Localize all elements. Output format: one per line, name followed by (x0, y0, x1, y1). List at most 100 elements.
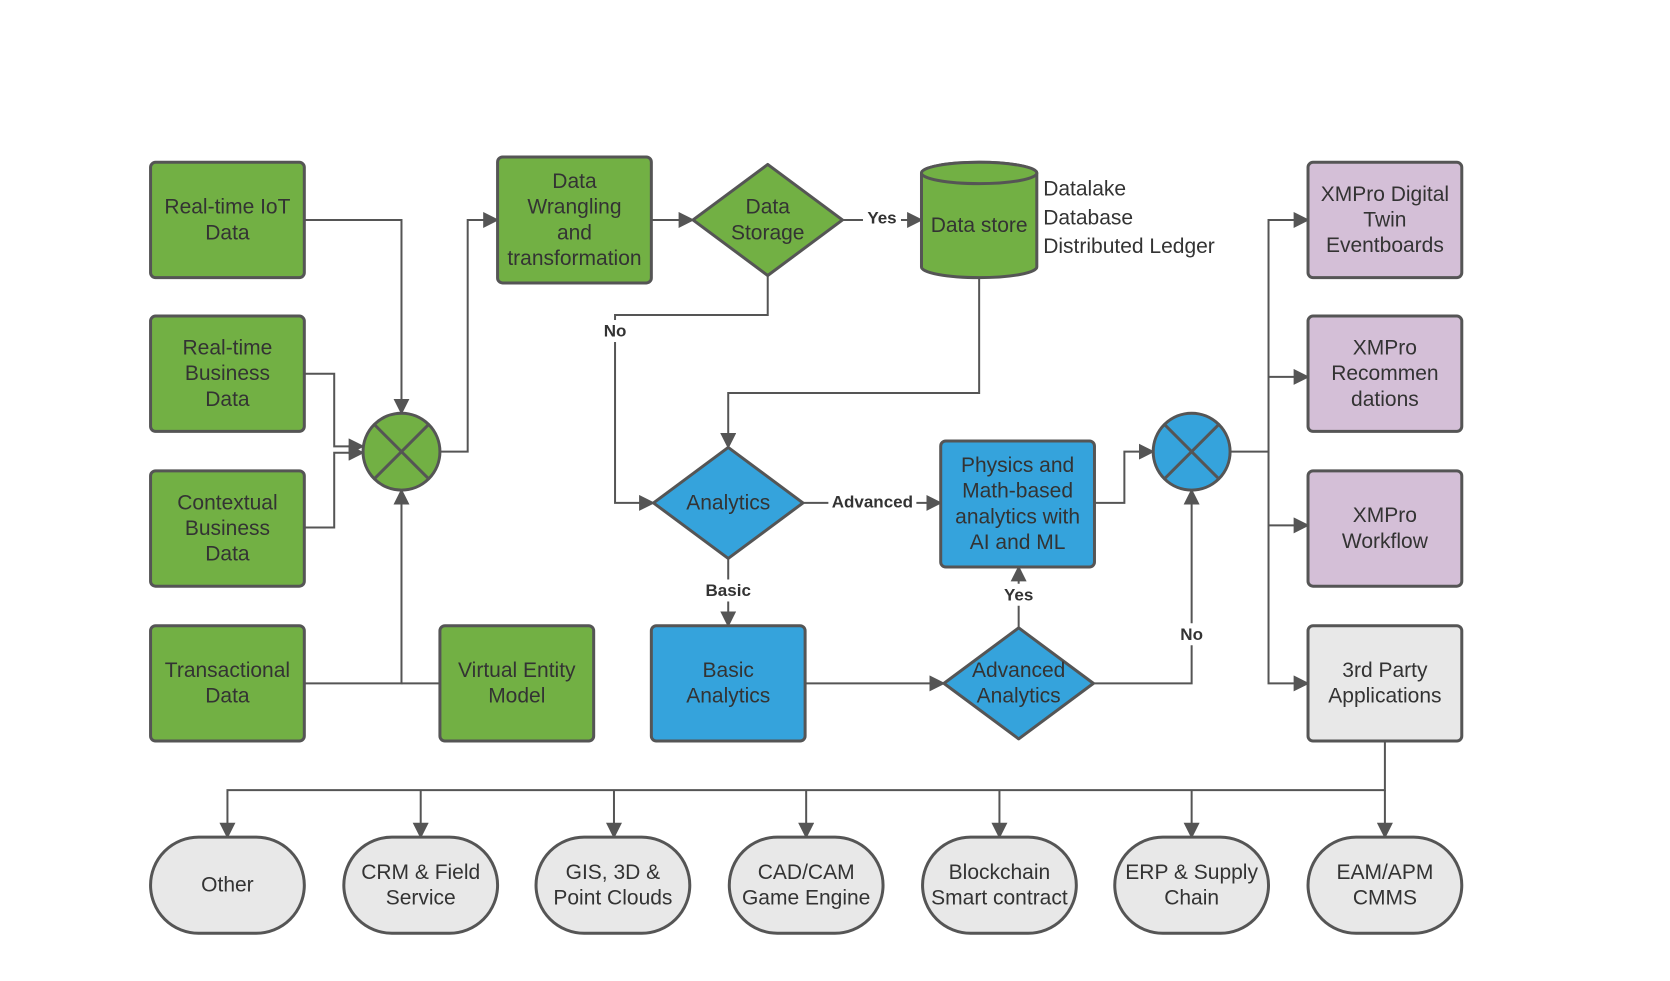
merge_blue-cross-b (1163, 423, 1220, 480)
gis-label-line: Point Clouds (553, 886, 672, 909)
contextual-label-line: Data (205, 543, 250, 566)
eam-label-line: CMMS (1353, 886, 1417, 909)
storage_q-label-line: Storage (731, 221, 805, 244)
edge-transactional-to-merge_green (304, 488, 410, 685)
wrangling-label-line: transformation (507, 247, 641, 270)
gis-shape (534, 835, 692, 935)
crm-shape (342, 835, 500, 935)
other-shape (149, 835, 306, 935)
recommendations-shape (1306, 314, 1464, 433)
storage_q-diamond (691, 162, 844, 277)
eventboards-shape (1306, 160, 1464, 280)
edge-merge_blue-to-eventboards (1230, 211, 1310, 453)
basic-shape (649, 624, 807, 743)
physics-label-line: analytics with (955, 505, 1080, 528)
physics-label-line: AI and ML (970, 531, 1066, 554)
iot-label-line: Data (205, 221, 250, 244)
edge-label-basic: Basic (706, 581, 751, 600)
edge-label-no: No (604, 322, 627, 341)
erp-label-line: ERP & Supply (1125, 861, 1258, 884)
physics-label-line: Physics and (961, 454, 1074, 477)
merge_green-cross-b (373, 423, 430, 480)
transactional-label-line: Data (205, 685, 250, 708)
cad-label-line: Game Engine (742, 886, 870, 909)
edge-storage_q-to-analytics_q (614, 275, 769, 511)
transactional-shape (149, 624, 306, 743)
basic-label-line: Basic (703, 659, 754, 682)
recommendations-label-line: dations (1351, 388, 1419, 411)
gis-label-line: GIS, 3D & (566, 861, 661, 884)
advanced_q-label-line: Analytics (977, 685, 1061, 708)
recommendations-label-line: Recommen (1331, 362, 1438, 385)
datastore-type-label: Database (1043, 206, 1133, 229)
edge-merge_blue-to-thirdparty (1267, 451, 1310, 692)
virtual-shape (438, 624, 596, 743)
workflow-label-line: XMPro (1353, 504, 1417, 527)
edge-label-bg (862, 206, 901, 229)
eventboards-label-line: XMPro Digital (1321, 183, 1449, 206)
edge-label-bg (699, 579, 758, 602)
edge-advanced_q-to-merge_blue (1093, 488, 1200, 685)
edge-merge_green-to-wrangling (439, 211, 500, 453)
nodes-layer: Real-time IoTDataReal-timeBusinessDataCo… (149, 155, 1464, 935)
node-gis: GIS, 3D &Point Clouds (534, 835, 692, 935)
contextual-label-line: Contextual (177, 491, 277, 514)
business-label-line: Business (185, 362, 270, 385)
recommendations-label-line: XMPro (1353, 337, 1417, 360)
node-other: Other (149, 835, 306, 935)
wrangling-shape (496, 155, 653, 285)
business-label-line: Real-time (183, 337, 273, 360)
wrangling-label-line: and (557, 221, 592, 244)
node-datastore: Data store (919, 160, 1039, 280)
virtual-label-line: Virtual Entity (458, 659, 576, 682)
edge-label-no: No (1180, 625, 1203, 644)
edge-label-bg (828, 490, 917, 513)
datastore-type-label: Datalake (1043, 177, 1126, 200)
storage_q-label-line: Data (746, 196, 791, 219)
edge-business-to-merge_green (304, 372, 365, 455)
contextual-shape (149, 469, 306, 588)
erp-shape (1113, 835, 1271, 935)
datastore-label-line: Data store (931, 214, 1028, 237)
wrangling-label-line: Data (552, 170, 597, 193)
thirdparty-label-line: Applications (1328, 685, 1441, 708)
edge-datastore-to-analytics_q (720, 277, 981, 449)
datastore-type-label: Distributed Ledger (1043, 235, 1215, 258)
transactional-label-line: Transactional (165, 659, 290, 682)
business-shape (149, 314, 306, 433)
physics-label-line: Math-based (962, 480, 1073, 503)
eam-label-line: EAM/APM (1336, 861, 1433, 884)
blockchain-shape (921, 835, 1078, 935)
business-label-line: Data (205, 388, 250, 411)
edge-label-yes: Yes (1004, 585, 1033, 604)
edge-label-bg (601, 320, 630, 343)
crm-label-line: Service (386, 886, 456, 909)
contextual-label-line: Business (185, 517, 270, 540)
blockchain-label-line: Blockchain (949, 861, 1051, 884)
edge-label-bg (1177, 623, 1206, 646)
edges-layer (219, 211, 1393, 839)
thirdparty-label-line: 3rd Party (1342, 659, 1428, 682)
basic-label-line: Analytics (686, 685, 770, 708)
edge-iot-to-merge_green (304, 218, 410, 415)
advanced_q-diamond (942, 626, 1095, 741)
eam-shape (1306, 835, 1464, 935)
workflow-shape (1306, 469, 1464, 588)
